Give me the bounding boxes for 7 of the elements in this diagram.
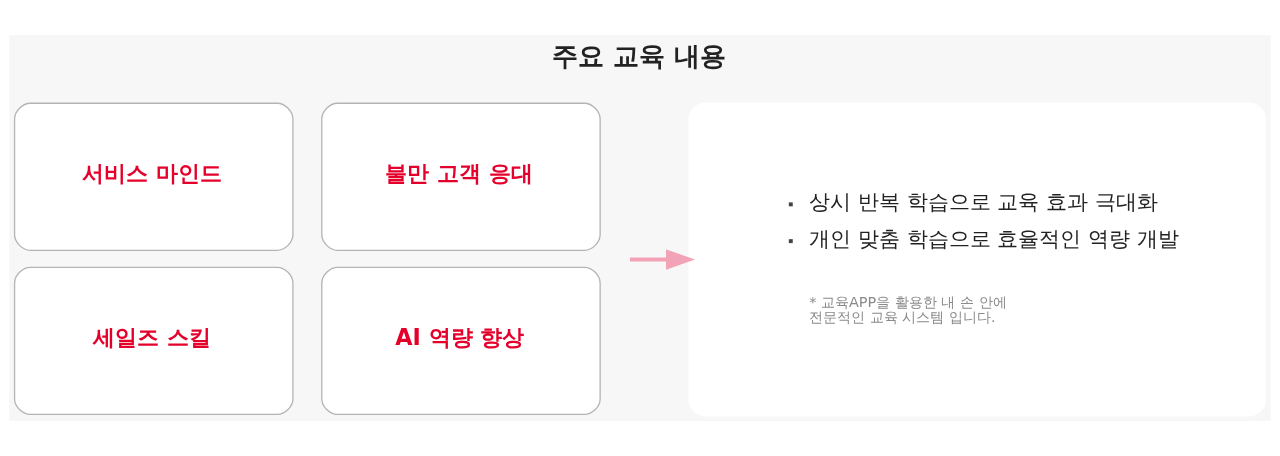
node-box: 불만 고객 응대 xyxy=(321,102,601,251)
node-box: 세일즈 스킬 xyxy=(13,266,294,416)
arrow xyxy=(630,249,695,270)
node-box: 상시 반복 학습으로 교육 효과 극대화 개인 맞춤 학습으로 효율적인 역량 개발 * 교육APP을 활용한 내 손 안에 전문적인 교육 시스템 입니다. xyxy=(688,102,1267,417)
node-box: 서비스 마인드 xyxy=(13,102,294,251)
node-box: AI 역량 향상 xyxy=(321,266,601,416)
diagram-title: 주요 교육 내용 xyxy=(552,41,727,72)
